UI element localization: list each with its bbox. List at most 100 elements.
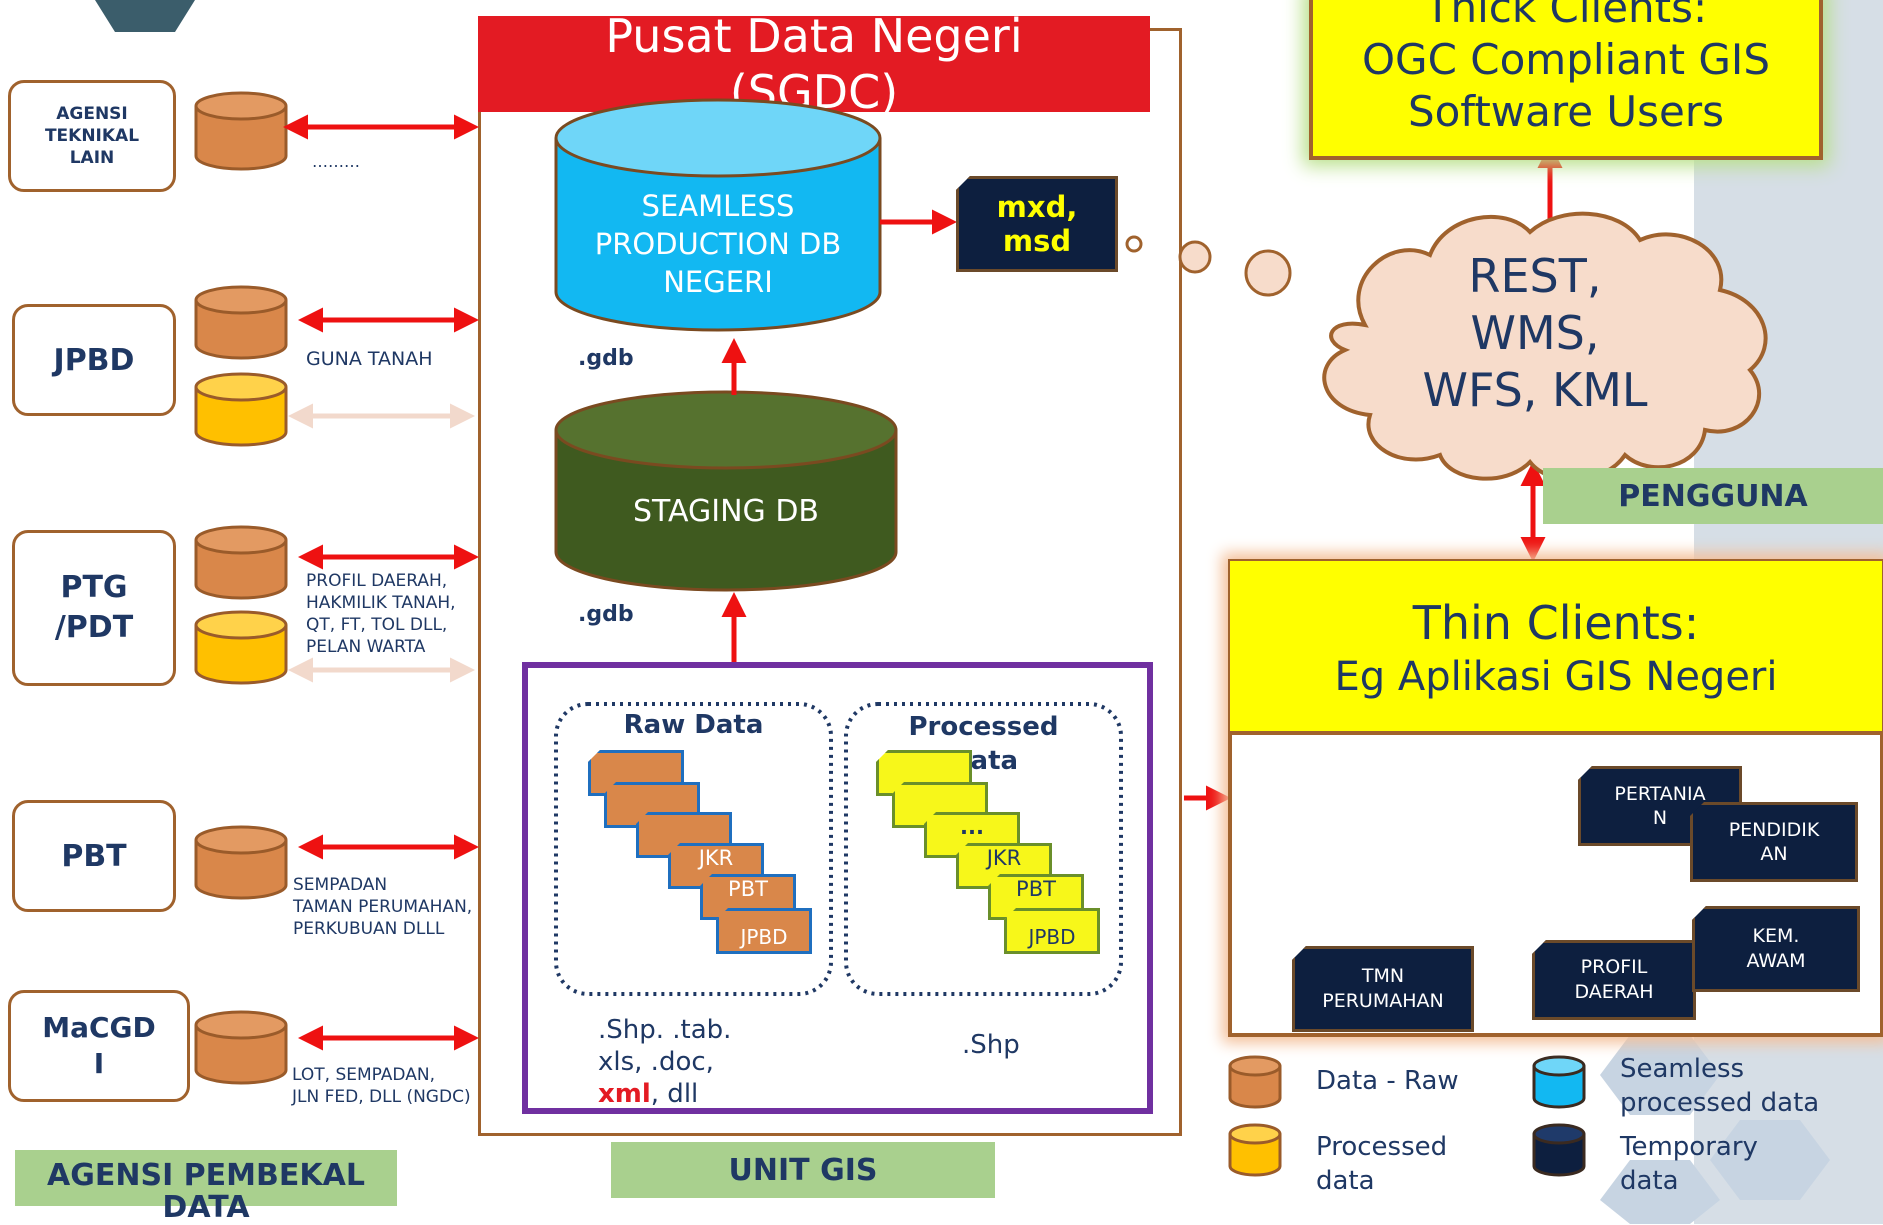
legend-line: data (1316, 1166, 1375, 1196)
unit-gis-box (522, 662, 1153, 1114)
legend-temporary-label: Temporary data (1620, 1130, 1758, 1198)
raw-format-rest: , dll (650, 1079, 699, 1109)
thick-clients-box (1309, 0, 1823, 160)
services-cloud-label: REST, WMS, WFS, KML (1380, 248, 1690, 419)
raw-data-cylinder (194, 525, 288, 600)
agency-note: SEMPADAN TAMAN PERUMAHAN, PERKUBUAN DLLL (293, 874, 472, 940)
agency-note-line: LOT, SEMPADAN, (292, 1065, 435, 1085)
agency-note-line: PERKUBUAN DLLL (293, 919, 445, 939)
agency-box-macgdi: MaCGD I (8, 990, 190, 1102)
raw-data-cylinder (194, 825, 288, 900)
agency-note-line: HAKMILIK TANAH, (306, 593, 456, 613)
thin-clients-subtitle: Eg Aplikasi GIS Negeri (1334, 654, 1778, 700)
sticker-line: PERUMAHAN (1322, 990, 1444, 1012)
agency-label-line: PTG (60, 570, 128, 605)
raw-data-cylinder (194, 1010, 288, 1085)
thick-line: Software Users (1407, 87, 1725, 136)
legend-seamless-cylinder (1532, 1055, 1586, 1109)
thick-line: Thick Clients: (1424, 0, 1708, 32)
hexagon-decoration (1710, 1120, 1830, 1200)
agency-box-jpbd: JPBD (12, 304, 176, 416)
hexagon-decoration (1600, 1035, 1720, 1115)
raw-data-group (554, 702, 833, 996)
legend-temporary-cylinder (1532, 1123, 1586, 1177)
legend-raw-label: Data - Raw (1316, 1066, 1459, 1096)
agency-note-line: QT, FT, TOL DLL, (306, 615, 448, 635)
agency-box-teknikal: AGENSI TEKNIKAL LAIN (8, 80, 176, 192)
legend-raw-cylinder (1228, 1055, 1282, 1109)
raw-format-line: xml, dll (598, 1078, 731, 1110)
thick-line: OGC Compliant GIS (1362, 35, 1770, 84)
agency-footer-line: AGENSI PEMBEKAL (47, 1158, 365, 1193)
processed-data-cylinder (194, 372, 288, 447)
agency-note: GUNA TANAH (306, 348, 433, 370)
seamless-db-line: SEAMLESS (641, 189, 795, 223)
sticker-line: PROFIL (1580, 956, 1648, 978)
agency-label-line: JPBD (53, 342, 135, 378)
sticker-line: DAERAH (1574, 981, 1654, 1003)
staging-db-format: .gdb (578, 602, 634, 627)
legend-processed-label: Processed data (1316, 1130, 1447, 1198)
raw-data-file: JPBD (716, 908, 812, 954)
agency-label-line: AGENSI (56, 104, 128, 124)
thought-bubble-small (1125, 235, 1143, 253)
legend-seamless-label: Seamless processed data (1620, 1052, 1819, 1120)
seamless-db-format: .gdb (578, 346, 634, 371)
sticker-line: PERTANIA (1614, 783, 1706, 805)
agency-label-line: LAIN (69, 148, 115, 168)
agency-note-line: ……… (312, 152, 360, 171)
agency-box-ptg: PTG /PDT (12, 530, 176, 686)
sticker-line: AWAM (1746, 950, 1806, 972)
raw-data-formats: .Shp. .tab. xls, .doc, xml, dll (598, 1014, 731, 1110)
g4e-line: Negeri (1470, 899, 1614, 943)
legend-line: processed data (1620, 1088, 1820, 1118)
agency-label-line: TEKNIKAL (44, 126, 140, 146)
cloud-line: REST, (1468, 249, 1602, 303)
thin-clients-title: Thin Clients: (1412, 596, 1700, 650)
sticker-line: N (1652, 807, 1668, 829)
processed-data-cylinder (194, 610, 288, 685)
agency-label-line: MaCGD (42, 1011, 156, 1044)
agency-note-line: SEMPADAN (293, 875, 388, 895)
app-profil-daerah: PROFIL DAERAH (1532, 940, 1696, 1020)
agency-note-line: JLN FED, DLL (NGDC) (292, 1087, 471, 1107)
processed-data-formats: .Shp (962, 1030, 1020, 1060)
unit-gis-label: UNIT GIS (611, 1142, 995, 1198)
thick-clients-label: Thick Clients: OGC Compliant GIS Softwar… (1309, 0, 1823, 138)
sgdc-title-line: Pusat Data Negeri (605, 9, 1023, 63)
seamless-db-line: NEGERI (663, 265, 773, 299)
agency-note-line: PROFIL DAERAH, (306, 571, 448, 591)
raw-data-cylinder (194, 285, 288, 360)
processed-title-line: Processed (908, 712, 1059, 742)
agency-note: ……… (312, 152, 360, 171)
gis-line: GIS (1311, 791, 1385, 835)
legend-line: Temporary (1620, 1132, 1758, 1162)
seamless-db-label: SEAMLESS PRODUCTION DB NEGERI (556, 187, 880, 301)
services-cloud (1322, 211, 1768, 482)
thought-bubble-large (1244, 249, 1292, 297)
mxd-line: mxd, (996, 190, 1078, 224)
agency-note-line: PELAN WARTA (306, 637, 426, 657)
raw-format-line: .Shp. .tab. (598, 1015, 732, 1045)
sticker-line: AN (1760, 843, 1788, 865)
agency-label-line: I (93, 1047, 105, 1080)
agency-label-line: PBT (61, 838, 127, 874)
processed-data-group (844, 702, 1123, 996)
agency-box-pbt: PBT (12, 800, 176, 912)
seamless-db-line: PRODUCTION DB (594, 227, 842, 261)
thought-bubble-medium (1178, 240, 1212, 274)
sgdc-title-bar (478, 16, 1150, 112)
sticker-line: TMN (1361, 965, 1405, 987)
legend-line: Seamless (1620, 1054, 1745, 1084)
app-kem-awam: KEM. AWAM (1692, 906, 1860, 992)
xml-format: xml (598, 1079, 651, 1109)
agency-note: LOT, SEMPADAN, JLN FED, DLL (NGDC) (292, 1064, 471, 1108)
thin-clients-header (1230, 561, 1882, 735)
staging-db-cylinder (554, 390, 898, 592)
g4e-line: G4E (1500, 853, 1584, 897)
seamless-production-db-cylinder (554, 98, 882, 332)
legend-line: Processed (1316, 1132, 1448, 1162)
pengguna-label: PENGGUNA (1543, 468, 1883, 524)
processed-data-file: JPBD (1004, 908, 1100, 954)
